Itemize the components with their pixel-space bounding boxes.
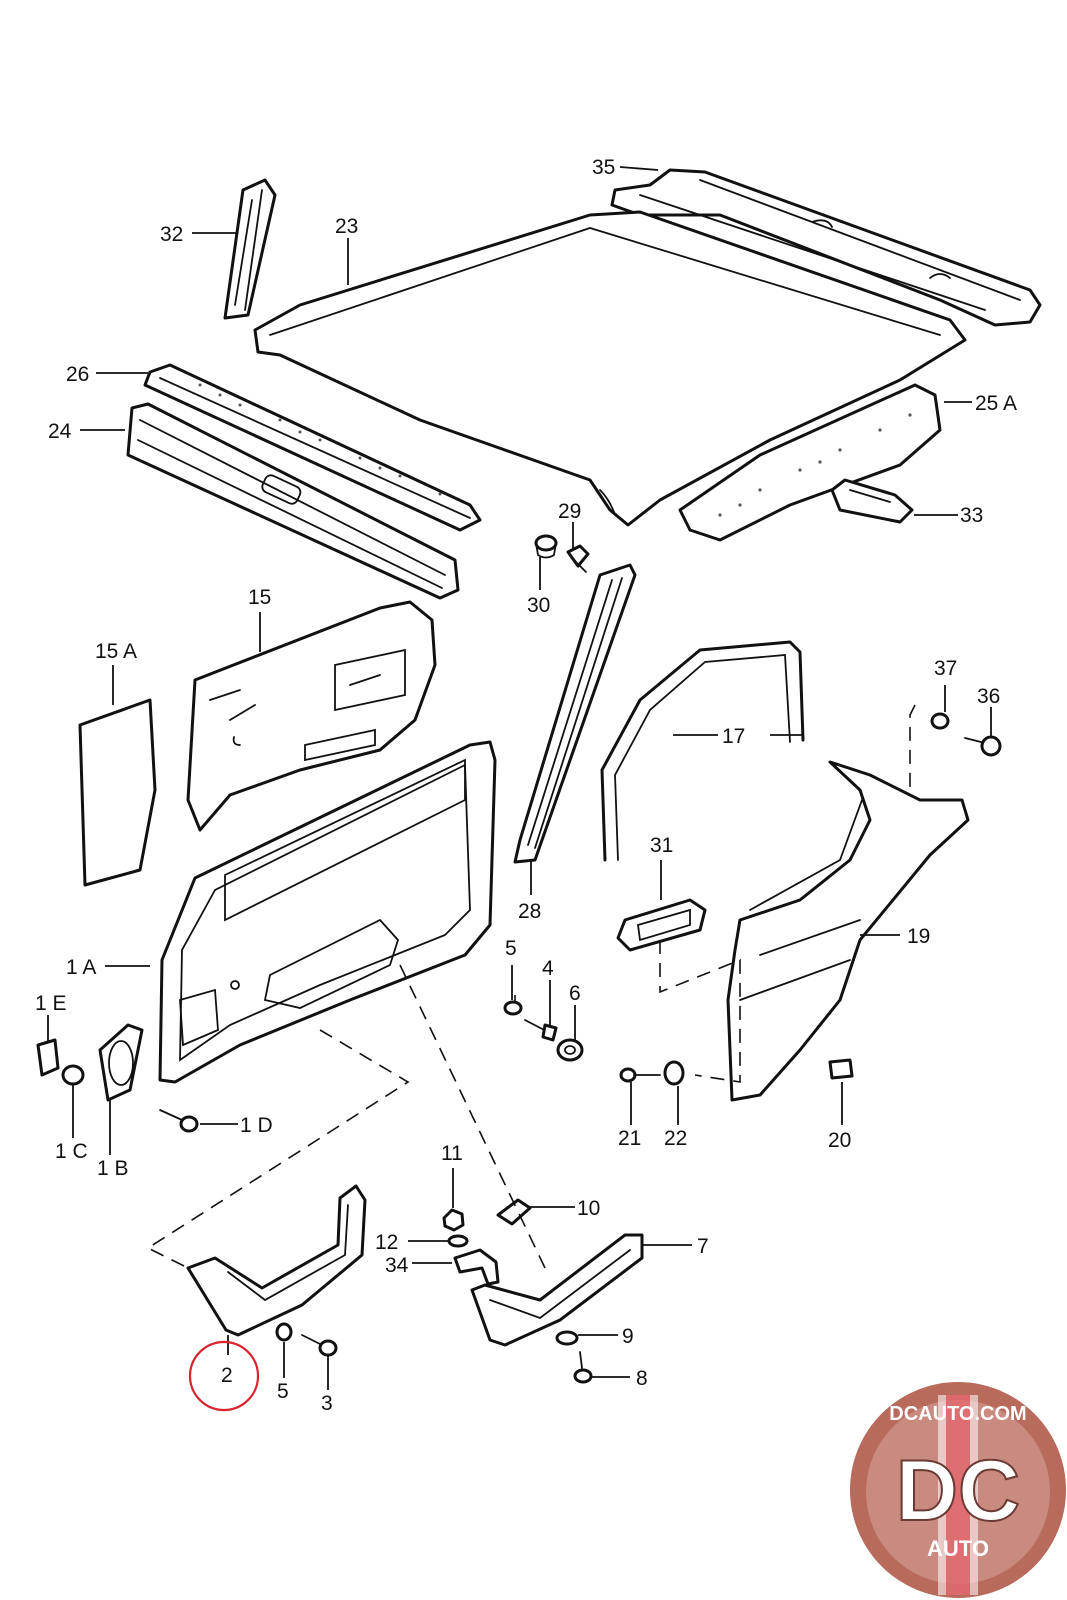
part-2-door-pocket bbox=[186, 1184, 367, 1337]
callout-labels: 35 32 23 26 24 25 A 29 30 33 15 15 A 17 … bbox=[35, 156, 1017, 1415]
callout-7: 7 bbox=[697, 1235, 709, 1258]
part-9-washer bbox=[555, 1330, 579, 1346]
part-15a-quarter-glass bbox=[78, 698, 157, 887]
callout-31: 31 bbox=[650, 834, 673, 857]
part-24-roof-side-rail bbox=[126, 402, 460, 600]
part-21-screw bbox=[619, 1067, 661, 1083]
part-1d-screw bbox=[159, 1109, 199, 1133]
watermark-dc-letters: DC bbox=[896, 1443, 1020, 1539]
part-25a-rear-panel bbox=[678, 383, 942, 542]
part-32-pillar-trim bbox=[223, 178, 277, 320]
callout-6: 6 bbox=[569, 982, 581, 1005]
part-15-door-window bbox=[186, 600, 437, 832]
part-11-nut bbox=[442, 1208, 465, 1232]
callout-3: 3 bbox=[321, 1392, 333, 1415]
part-3-screw bbox=[301, 1334, 338, 1357]
assembly-lines bbox=[146, 704, 916, 1269]
part-31-handle-cup bbox=[616, 898, 707, 952]
callout-15: 15 bbox=[248, 586, 271, 609]
dcauto-watermark-logo: DCAUTO.COM DC AUTO bbox=[850, 1382, 1066, 1598]
callout-1e: 1 E bbox=[35, 992, 67, 1015]
part-20-clip bbox=[828, 1058, 854, 1080]
part-4-screw bbox=[524, 1019, 558, 1042]
callout-22: 22 bbox=[664, 1127, 687, 1150]
callout-10: 10 bbox=[577, 1197, 600, 1220]
watermark-site-name: DCAUTO.COM bbox=[889, 1403, 1026, 1425]
callout-9: 9 bbox=[622, 1325, 634, 1348]
callout-11: 11 bbox=[441, 1142, 463, 1165]
callout-29: 29 bbox=[558, 500, 581, 523]
callout-4: 4 bbox=[542, 957, 554, 980]
part-12-washer bbox=[447, 1234, 469, 1248]
callout-32: 32 bbox=[160, 223, 183, 246]
part-6-grommet bbox=[556, 1038, 584, 1062]
callout-30: 30 bbox=[527, 594, 550, 617]
callout-12: 12 bbox=[375, 1231, 398, 1254]
part-1b-speaker-grille bbox=[98, 1023, 144, 1102]
callout-20: 20 bbox=[828, 1129, 851, 1152]
callout-1b: 1 B bbox=[97, 1157, 129, 1180]
part-17-window-seal bbox=[600, 640, 805, 862]
part-5-washer-lower bbox=[275, 1322, 293, 1342]
callout-26: 26 bbox=[66, 363, 89, 386]
callout-8: 8 bbox=[636, 1367, 648, 1390]
part-19-quarter-panel bbox=[726, 760, 970, 1102]
part-30-bushing bbox=[534, 534, 558, 559]
callout-28: 28 bbox=[518, 900, 541, 923]
callout-37: 37 bbox=[934, 657, 957, 680]
callout-25a: 25 A bbox=[975, 392, 1017, 415]
callout-15a: 15 A bbox=[95, 640, 137, 663]
part-36-bolt bbox=[964, 735, 1002, 757]
highlight-circle-part-2 bbox=[188, 1340, 260, 1412]
callout-36: 36 bbox=[977, 685, 1000, 708]
callout-35: 35 bbox=[592, 156, 615, 179]
callout-17: 17 bbox=[722, 725, 745, 748]
callout-5-upper: 5 bbox=[505, 937, 517, 960]
part-26-roof-strip bbox=[143, 363, 482, 532]
part-7-lower-trim bbox=[470, 1233, 644, 1347]
leader-lines bbox=[47, 166, 992, 1390]
part-5-washer-upper bbox=[503, 1000, 523, 1016]
part-37-washer bbox=[930, 712, 950, 730]
part-28-pillar-seal bbox=[513, 563, 637, 864]
callout-33: 33 bbox=[960, 504, 983, 527]
part-22-washer bbox=[663, 1060, 685, 1086]
callout-24: 24 bbox=[48, 420, 72, 443]
part-23-roof-panel bbox=[253, 210, 967, 527]
part-29-screw bbox=[566, 544, 590, 573]
part-34-bracket bbox=[453, 1248, 500, 1286]
callout-2: 2 bbox=[221, 1364, 233, 1387]
part-8-fastener bbox=[573, 1351, 593, 1384]
callout-1a: 1 A bbox=[66, 956, 96, 979]
callout-1d: 1 D bbox=[240, 1114, 273, 1137]
callout-23: 23 bbox=[335, 215, 358, 238]
callout-5-lower: 5 bbox=[277, 1380, 289, 1403]
part-35-rear-roof-frame bbox=[610, 168, 1042, 327]
part-1c-grommet bbox=[61, 1064, 85, 1086]
part-1e-clip bbox=[36, 1038, 60, 1077]
callout-1c: 1 C bbox=[55, 1140, 88, 1163]
part-1a-door-panel bbox=[158, 740, 497, 1084]
part-33-clip bbox=[830, 478, 914, 524]
callout-21: 21 bbox=[618, 1127, 641, 1150]
callout-34: 34 bbox=[385, 1254, 409, 1277]
callout-19: 19 bbox=[907, 925, 930, 948]
part-10-clip bbox=[496, 1198, 532, 1226]
watermark-auto-text: AUTO bbox=[927, 1536, 989, 1561]
